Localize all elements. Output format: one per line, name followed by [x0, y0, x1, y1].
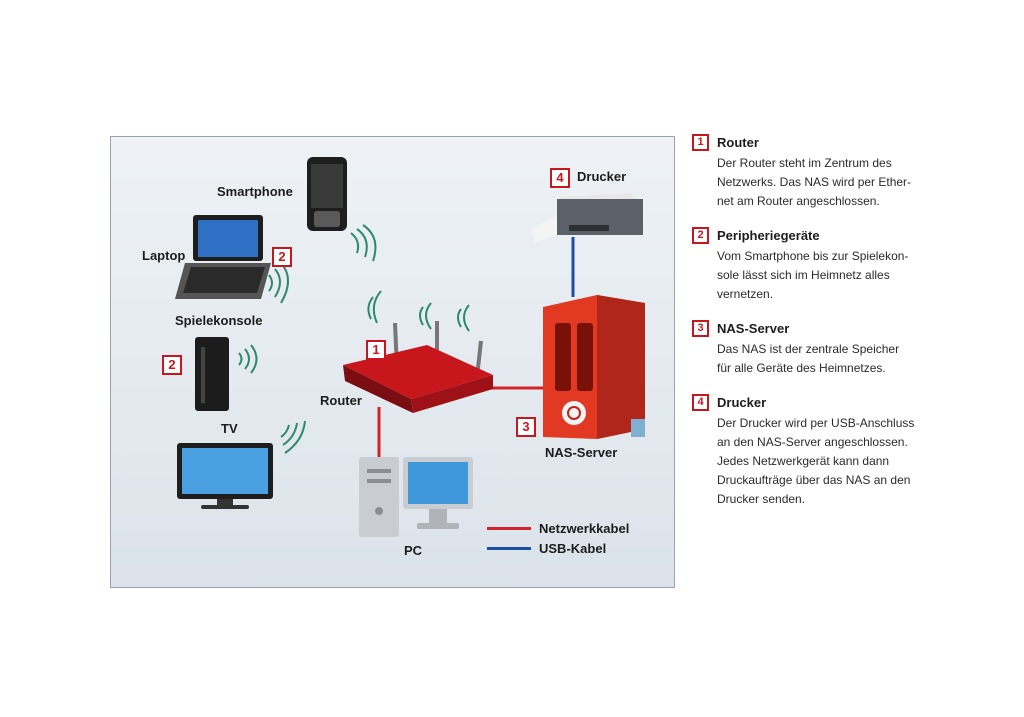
text-line: an den NAS-Server angeschlossen. — [717, 435, 908, 449]
legend-network-cable: Netzwerkkabel — [487, 521, 629, 536]
text-line: Der Router steht im Zentrum des — [717, 156, 892, 170]
game-console-icon — [195, 337, 229, 411]
router-icon — [343, 321, 493, 413]
router-label: Router — [320, 393, 362, 408]
explanation-router-title: Router — [717, 135, 759, 150]
explanation-router: 1 Router Der Router steht im Zentrum des… — [692, 134, 932, 211]
badge-nas: 3 — [516, 417, 536, 437]
explanation-list: 1 Router Der Router steht im Zentrum des… — [692, 134, 932, 525]
text-line: Netzwerks. Das NAS wird per Ether- — [717, 175, 912, 189]
console-signal-icon — [238, 344, 258, 374]
text-line: vernetzen. — [717, 287, 774, 301]
explanation-nas-number: 3 — [692, 320, 709, 337]
explanation-printer: 4 Drucker Der Drucker wird per USB-Ansch… — [692, 394, 932, 509]
text-line: net am Router angeschlossen. — [717, 194, 880, 208]
explanation-peripherals: 2 Peripheriegeräte Vom Smartphone bis zu… — [692, 227, 932, 304]
explanation-peripherals-number: 2 — [692, 227, 709, 244]
explanation-nas-title: NAS-Server — [717, 321, 790, 336]
printer-icon — [531, 193, 643, 243]
legend-network-label: Netzwerkkabel — [539, 521, 630, 536]
explanation-printer-title: Drucker — [717, 395, 767, 410]
explanation-peripherals-title: Peripheriegeräte — [717, 228, 820, 243]
text-line: Vom Smartphone bis zur Spielekon- — [717, 249, 909, 263]
nas-server-icon — [543, 295, 645, 439]
legend-usb-cable: USB-Kabel — [487, 541, 606, 556]
smartphone-signal-icon — [350, 224, 377, 262]
laptop-signal-icon — [268, 262, 289, 304]
badge-console: 2 — [162, 355, 182, 375]
laptop-icon — [175, 215, 271, 299]
badge-laptop: 2 — [272, 247, 292, 267]
diagram-graphics — [175, 157, 645, 537]
explanation-nas: 3 NAS-Server Das NAS ist der zentrale Sp… — [692, 320, 932, 378]
explanation-router-text: Der Router steht im Zentrum des Netzwerk… — [717, 154, 932, 211]
pc-label: PC — [404, 543, 423, 558]
text-line: für alle Geräte des Heimnetzes. — [717, 361, 886, 375]
text-line: Das NAS ist der zentrale Speicher — [717, 342, 900, 356]
badge-printer: 4 — [550, 168, 570, 188]
text-line: Druckaufträge über das NAS an den — [717, 473, 911, 487]
tv-signal-icon — [280, 420, 306, 454]
text-line: Drucker senden. — [717, 492, 806, 506]
tv-icon — [177, 443, 273, 509]
text-line: sole lässt sich im Heimnetz alles — [717, 268, 890, 282]
drucker-label: Drucker — [577, 169, 627, 184]
explanation-router-number: 1 — [692, 134, 709, 151]
smartphone-label: Smartphone — [217, 184, 293, 199]
legend-usb-label: USB-Kabel — [539, 541, 607, 556]
legend-usb-line — [487, 547, 531, 550]
spielekonsole-label: Spielekonsole — [175, 313, 263, 328]
badge-router: 1 — [366, 340, 386, 360]
legend-network-line — [487, 527, 531, 530]
nas-server-label: NAS-Server — [545, 445, 618, 460]
explanation-nas-text: Das NAS ist der zentrale Speicher für al… — [717, 340, 932, 378]
diagram-panel: Smartphone Laptop Spielekonsole TV Route… — [110, 136, 675, 588]
text-line: Der Drucker wird per USB-Anschluss — [717, 416, 915, 430]
explanation-peripherals-text: Vom Smartphone bis zur Spielekon- sole l… — [717, 247, 932, 304]
router-signal-icon — [367, 290, 470, 332]
tv-label: TV — [221, 421, 238, 436]
laptop-label: Laptop — [142, 248, 186, 263]
text-line: Jedes Netzwerkgerät kann dann — [717, 454, 890, 468]
smartphone-icon — [307, 157, 347, 231]
explanation-printer-number: 4 — [692, 394, 709, 411]
pc-icon — [359, 457, 473, 537]
explanation-printer-text: Der Drucker wird per USB-Anschluss an de… — [717, 414, 932, 509]
